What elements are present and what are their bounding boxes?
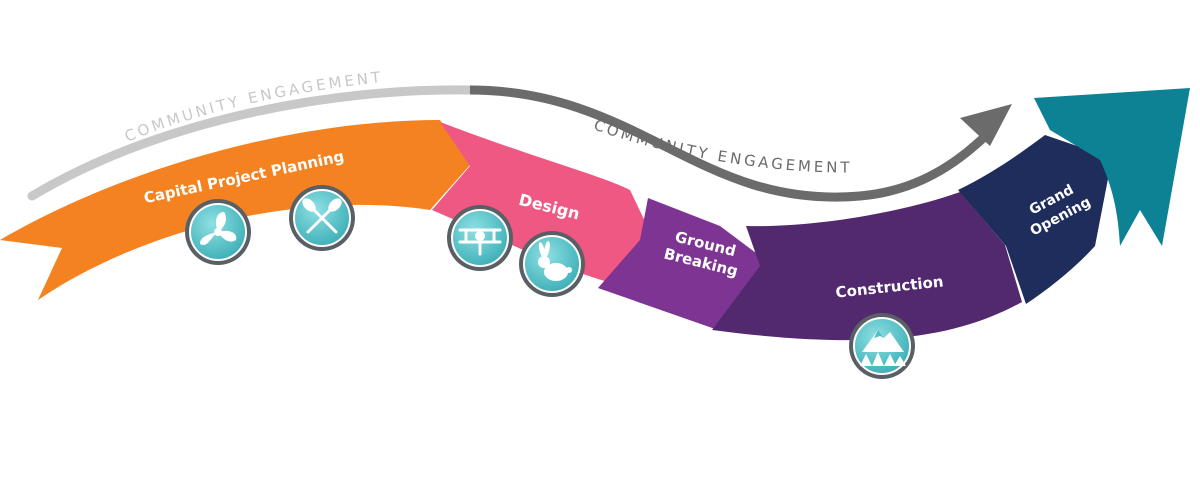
badge-propeller	[185, 199, 251, 265]
community-engagement-arrow	[27, 85, 1012, 202]
mountain-trees-icon	[860, 330, 906, 366]
stage-segment-design	[432, 122, 652, 282]
stage-segment-ground-breaking	[598, 198, 768, 330]
badge-biplane	[447, 205, 513, 271]
engagement-line-dark	[469, 85, 994, 202]
stage-ribbon	[0, 88, 1190, 341]
badge-rabbit	[519, 231, 585, 297]
biplane-icon	[458, 228, 502, 256]
badge-paddles	[289, 185, 355, 251]
rabbit-icon	[538, 241, 572, 281]
engagement-arrowhead	[960, 104, 1012, 146]
crossed-paddles-icon	[302, 198, 342, 234]
badge-mountain	[849, 313, 915, 379]
engagement-line-light	[27, 85, 475, 201]
stage-segment-grand-opening	[958, 135, 1112, 304]
stage-segment-final-arrowhead	[1034, 88, 1190, 246]
propeller-icon	[200, 212, 237, 245]
stage-segment-construction	[712, 192, 1022, 341]
